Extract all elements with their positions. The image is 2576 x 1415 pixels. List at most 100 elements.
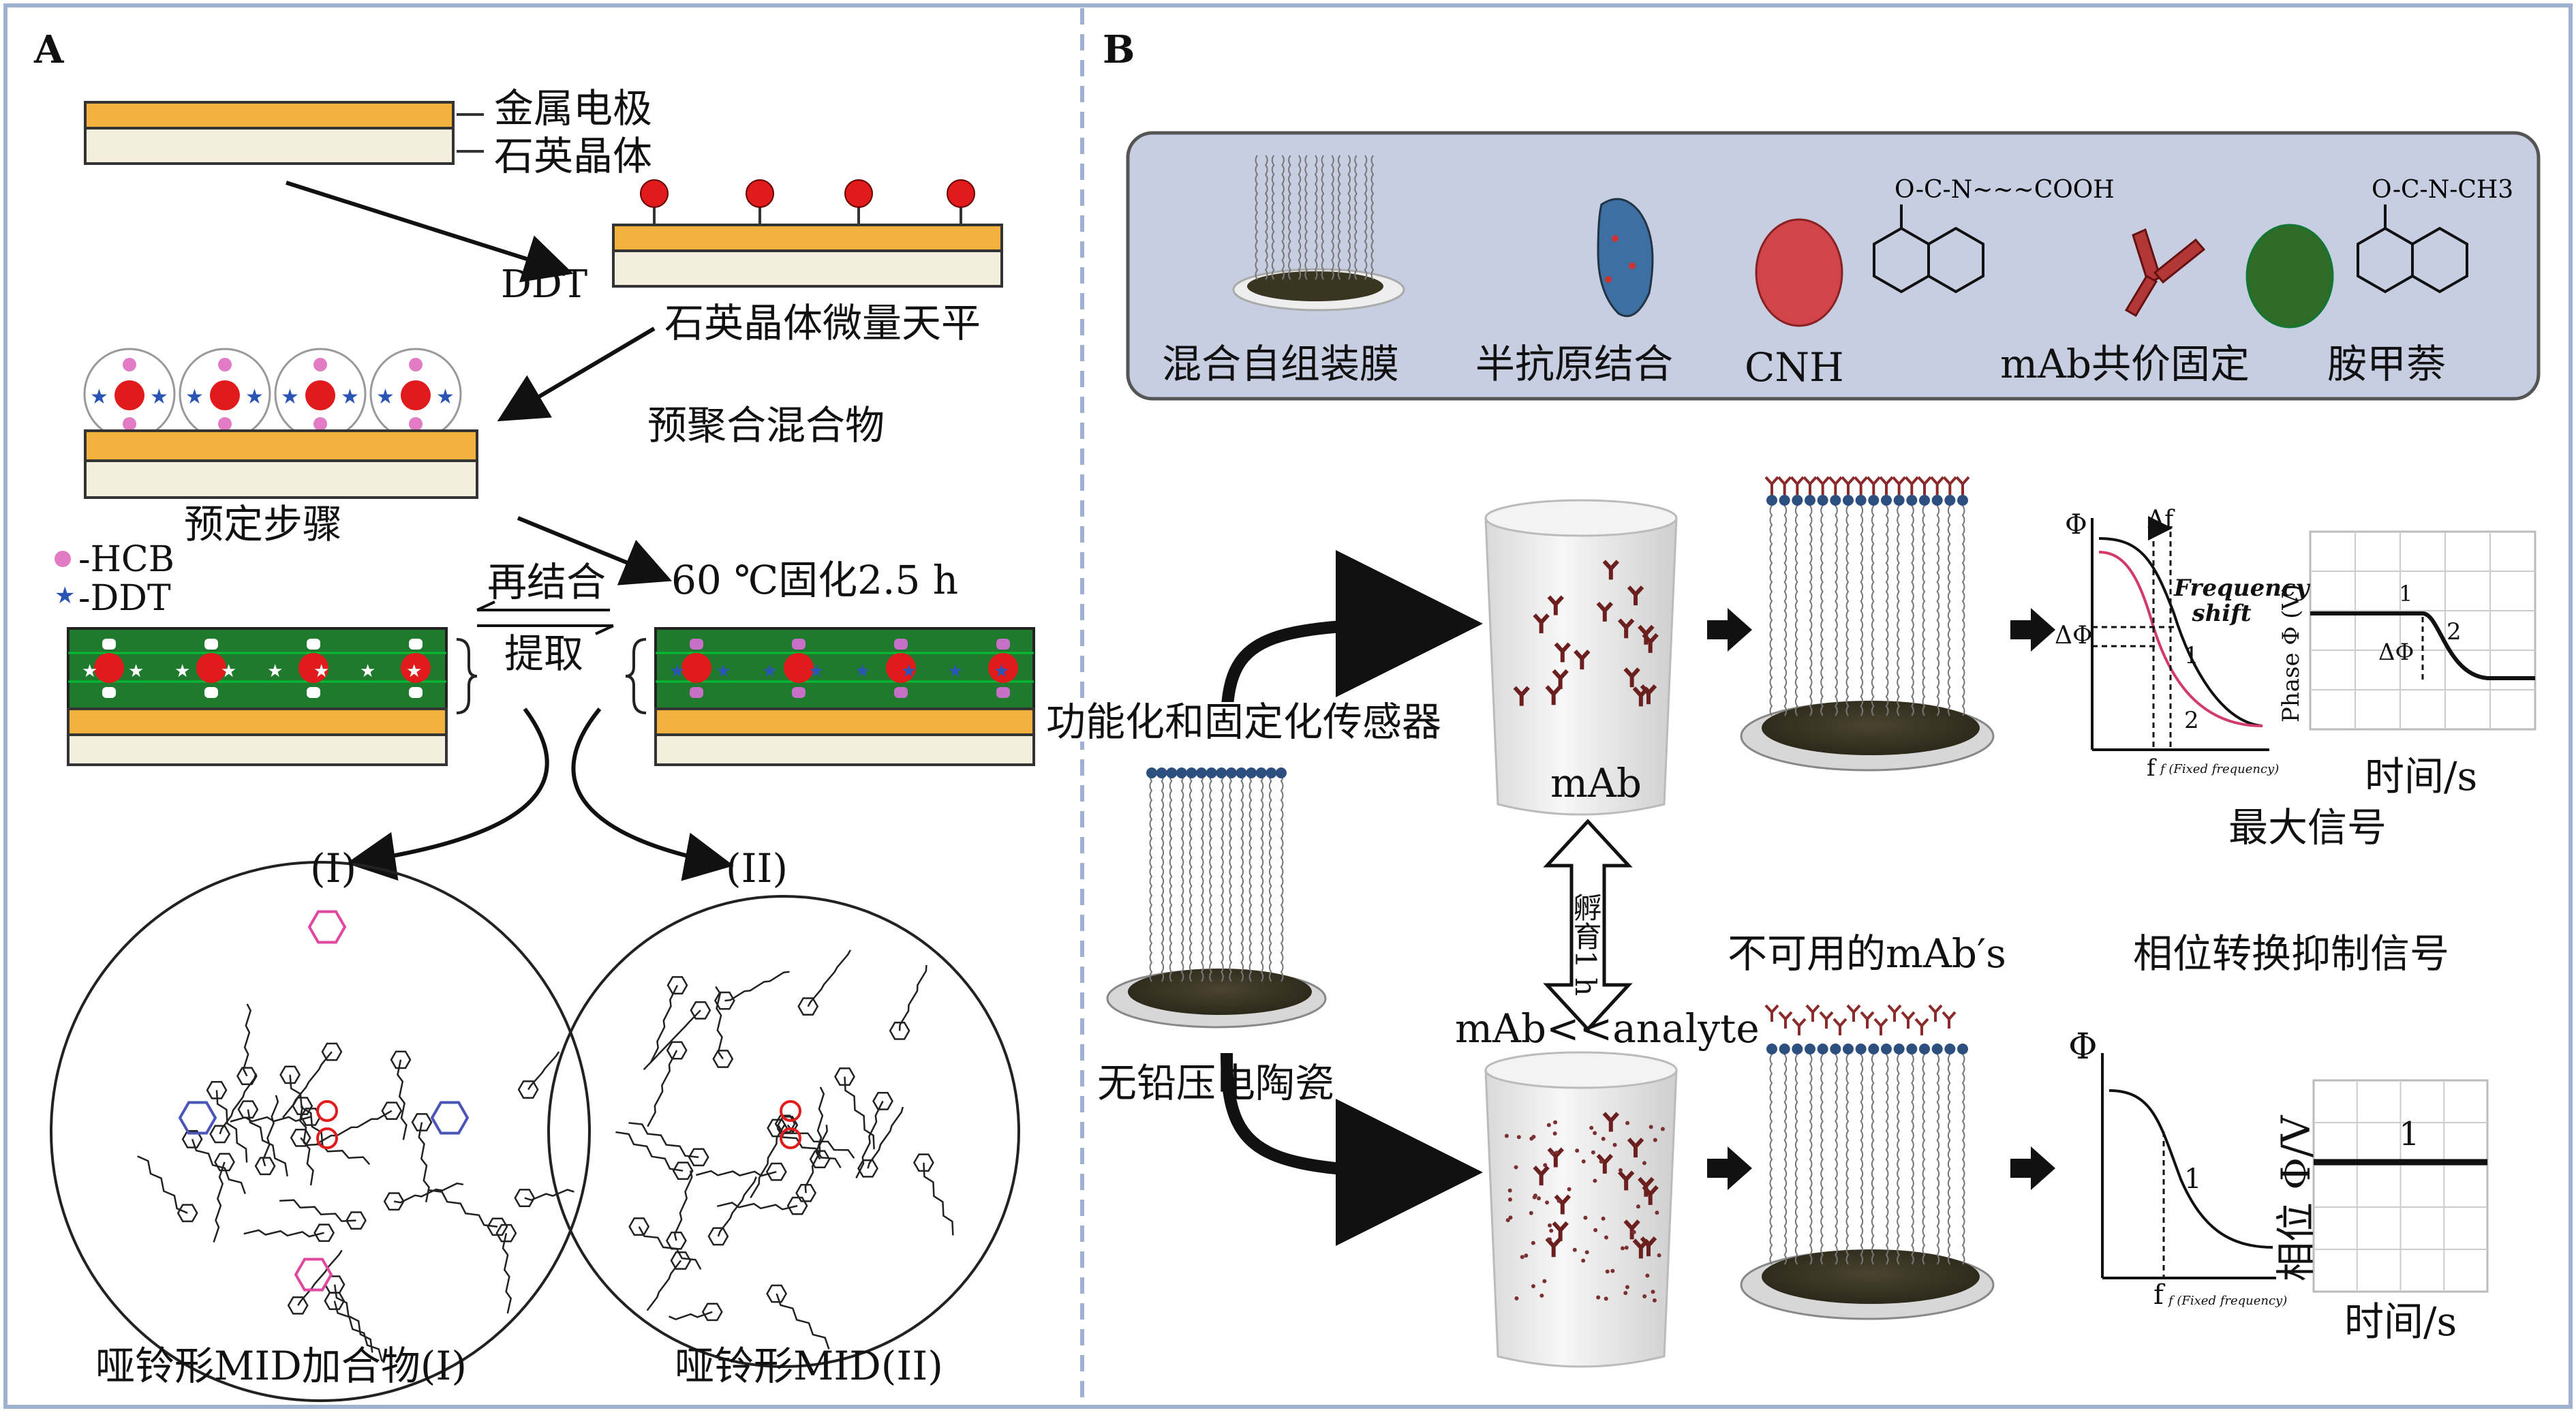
bottom-phase-line1: 1 [2399, 1115, 2420, 1153]
incubate-label: 孵育1 h [1569, 893, 1602, 996]
svg-text:★: ★ [808, 661, 824, 682]
svg-text:★: ★ [994, 661, 1009, 682]
outer-frame [3, 3, 2573, 1409]
panel-a-letter: A [34, 27, 64, 72]
legend-hapten: 半抗原结合 [1475, 341, 1674, 387]
svg-text:★: ★ [185, 385, 204, 409]
mip-stack-right: ★ ★ ★ ★ ★ ★ ★ ★ [625, 627, 1035, 766]
svg-text:★: ★ [341, 385, 359, 409]
prepolymer-stack: ★★★★★★★★ [83, 348, 478, 499]
sensor-top [1740, 476, 1995, 772]
extract-label: 提取 [504, 630, 584, 677]
predefined-step-label: 预定步骤 [184, 501, 343, 547]
svg-text:★: ★ [281, 385, 299, 409]
hapten-legend-icon [1597, 198, 1654, 318]
legend-ddt-label: -DDT [78, 578, 171, 619]
svg-text:O-C-N-CH3: O-C-N-CH3 [2372, 176, 2513, 204]
rebind-label: 再结合 [487, 559, 607, 605]
quartz-crystal-label: 石英晶体 [494, 133, 653, 179]
arrow-to-qcm [286, 181, 574, 283]
top-graph-xlabel: f [2147, 755, 2156, 782]
electrode-stack-top [84, 101, 484, 165]
dumbbell-mid-circle [547, 895, 1020, 1368]
bottom-phase-xlabel: 时间/s [2344, 1298, 2457, 1345]
top-graph-curve2: 2 [2184, 707, 2199, 734]
arrow-to-II [571, 708, 734, 881]
top-graph-delta-f: Δf [2147, 506, 2174, 534]
top-graph-freq-shift: Frequency shift [2174, 575, 2310, 628]
svg-text:★: ★ [267, 661, 283, 682]
top-phase-step2: 2 [2447, 618, 2462, 645]
prepolymer-label: 预聚合混合物 [647, 402, 885, 448]
functionalize-label: 功能化和固定化传感器 [1046, 699, 1442, 745]
arrow-to-I [346, 708, 549, 881]
qcm-stack [612, 179, 1003, 288]
max-signal-label: 最大信号 [2228, 804, 2387, 851]
svg-text:★: ★ [221, 661, 236, 682]
sam-legend-icon [1232, 155, 1405, 311]
svg-text:★: ★ [901, 661, 917, 682]
svg-text:★: ★ [947, 661, 963, 682]
ceramic-label: 无铅压电陶瓷 [1097, 1060, 1335, 1106]
top-phase-xlabel: 时间/s [2365, 753, 2478, 800]
arrow-upper-path [1221, 550, 1483, 727]
svg-text:★: ★ [716, 661, 731, 682]
cnh-ellipse [1755, 218, 1843, 327]
panel-b-letter: B [1103, 27, 1135, 72]
bottom-phase-freq-graph [2101, 1053, 2276, 1279]
top-phase-step1: 1 [2399, 581, 2413, 607]
bottom-graph-phi: Φ [2068, 1026, 2098, 1067]
svg-text:★: ★ [436, 385, 455, 409]
arrow-to-prepolymer [497, 326, 656, 422]
arrow-to-cure [517, 516, 673, 585]
svg-text:★: ★ [762, 661, 778, 682]
dumbbell-mid-adduct-circle [50, 861, 591, 1402]
svg-text:★: ★ [128, 661, 144, 682]
top-phase-delta-phi: ΔΦ [2378, 639, 2414, 666]
bottom-phase-time-graph [2312, 1079, 2489, 1293]
top-graph-phi: Φ [2065, 509, 2087, 541]
top-graph-xsub: f (Fixed frequency) [2160, 762, 2280, 776]
bottom-graph-xlabel: f [2153, 1279, 2164, 1311]
naphthol-structure-2 [2357, 204, 2468, 294]
svg-text:★: ★ [669, 661, 685, 682]
legend-mab-fixed: mAb共价固定 [2000, 341, 2250, 387]
legend-hcb-label: -HCB [78, 539, 174, 580]
ddt-marker: ★ [55, 582, 75, 609]
svg-text:★: ★ [313, 661, 329, 682]
hcb-marker [55, 551, 71, 567]
ddt-lollipops [640, 179, 975, 225]
polymer-network-II [615, 949, 954, 1350]
cure-label: 60 ℃固化2.5 h [671, 557, 959, 603]
svg-text:★: ★ [90, 385, 108, 409]
svg-text:O-C-N~~~COOH: O-C-N~~~COOH [1895, 176, 2115, 204]
top-phase-freq-graph [2091, 516, 2269, 751]
svg-text:★: ★ [245, 385, 264, 409]
svg-text:★: ★ [406, 661, 422, 682]
svg-text:★: ★ [82, 661, 97, 682]
mab-label: mAb [1550, 760, 1642, 806]
bottom-phase-ylabel: 相位 Φ/V [2273, 1115, 2319, 1281]
block-arrows [1707, 608, 2055, 1190]
top-graph-delta-phi: ΔΦ [2055, 622, 2093, 650]
polymer-network-I [137, 910, 574, 1362]
metal-electrode-label: 金属电极 [494, 85, 653, 132]
beaker-top [1484, 499, 1678, 816]
label-II: (II) [726, 845, 788, 892]
caption-I: 哑铃形MID加合物(I) [95, 1343, 467, 1389]
mip-stack-left: ★★★★★★★★ [67, 627, 478, 766]
ddt-arrow-label: DDT [501, 262, 588, 307]
legend-cnh: CNH [1745, 344, 1844, 391]
legend-sam: 混合自组装膜 [1162, 341, 1400, 387]
top-graph-curve1: 1 [2184, 642, 2199, 669]
svg-text:★: ★ [150, 385, 168, 409]
svg-text:★: ★ [855, 661, 870, 682]
arrow-lower-path [1221, 1052, 1483, 1246]
phase-suppress-label: 相位转换抑制信号 [2133, 930, 2450, 977]
bottom-graph-curve1: 1 [2184, 1163, 2202, 1195]
mab-legend-icon [2124, 228, 2206, 318]
mab-analyte-label: mAb<<analyte [1455, 1005, 1760, 1052]
top-phase-ylabel: Phase Φ (V) [2278, 583, 2305, 722]
top-phase-time-graph [2309, 530, 2536, 731]
